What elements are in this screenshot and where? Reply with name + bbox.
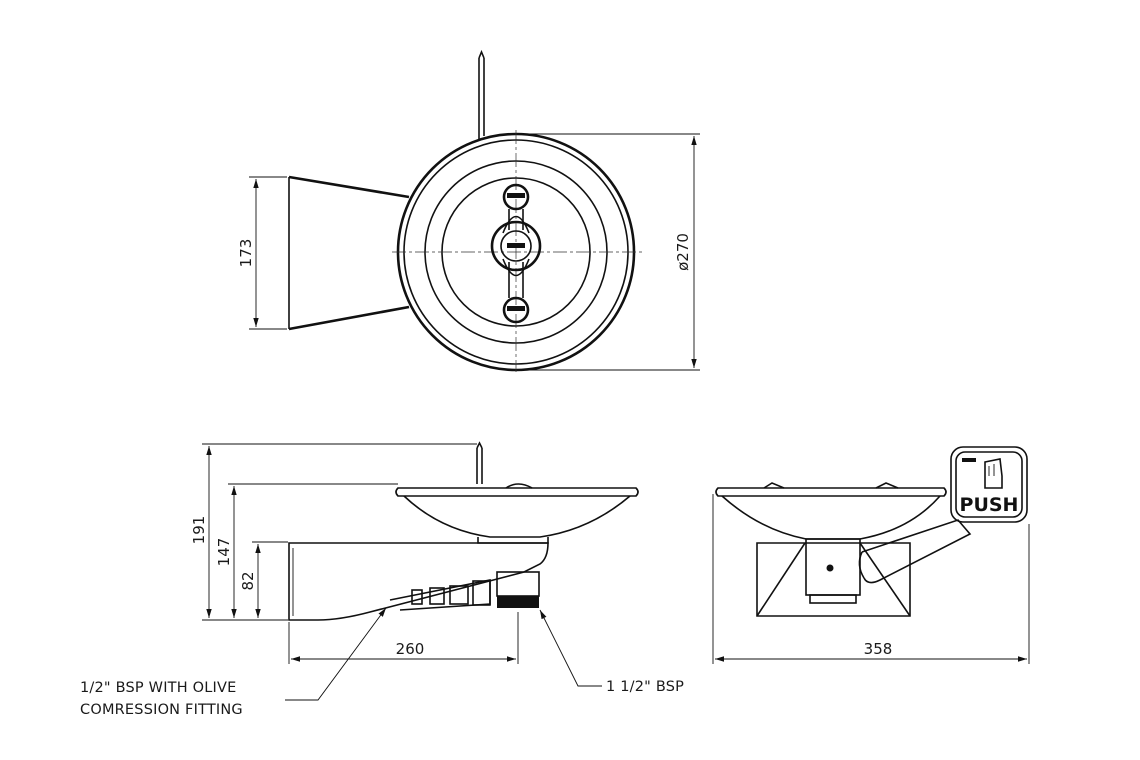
- callout-bsp-line1: 1/2" BSP WITH OLIVE: [80, 680, 237, 696]
- push-label: PUSH: [960, 494, 1019, 516]
- dim-top-width: 173: [237, 239, 255, 268]
- callout-bsp-line2: COMRESSION FITTING: [80, 702, 243, 718]
- dim-side-height-total: 191: [190, 516, 208, 545]
- end-view: [712, 446, 1030, 664]
- dim-side-height-bracket: 82: [239, 571, 257, 590]
- dim-top-diameter: ø270: [674, 233, 692, 271]
- callout-outlet: 1 1/2" BSP: [606, 679, 684, 695]
- top-view: [249, 49, 700, 372]
- dim-end-width: 358: [864, 640, 893, 658]
- dim-side-height-bowl: 147: [215, 538, 233, 567]
- side-view: [202, 441, 639, 701]
- dim-side-length: 260: [396, 640, 425, 658]
